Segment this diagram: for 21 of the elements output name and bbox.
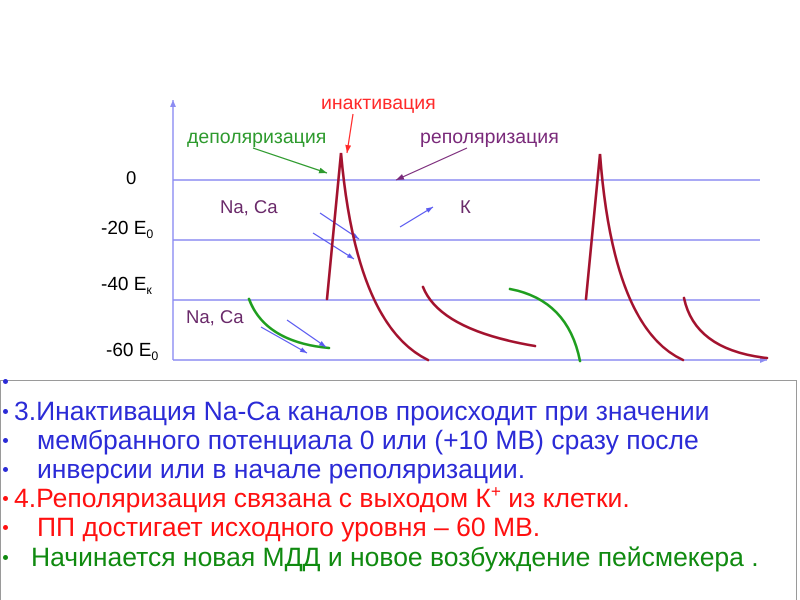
- axis-tick-label: -60 E$_{0}$: [106, 340, 158, 363]
- axis-tick-label: -40 E$_{к}$: [101, 274, 152, 297]
- ion-label: К: [460, 196, 471, 216]
- axis-tick-label: 0: [126, 166, 136, 188]
- leader-line: [345, 114, 354, 154]
- ion-label: Na, Ca: [220, 196, 278, 216]
- callout-label: инактивация: [321, 92, 436, 114]
- potential-curve: [326, 152, 430, 362]
- axis-tick-label: -20 E$_{0}$: [101, 218, 154, 241]
- bullet-point-text: ПП достигает исходного уровня – 60 МВ.: [37, 512, 540, 542]
- callout-label: деполяризация: [187, 126, 326, 148]
- ion-label: Na, Ca: [186, 306, 244, 326]
- text-box: [0, 380, 797, 600]
- bullet-point-text: мембранного потенциала 0 или (+10 МВ) сразу после: [37, 426, 699, 454]
- bullet-point-text: инверсии или в начале реполяризации.: [37, 454, 526, 484]
- bullet-point-text: 4.Реполяризация связана с выходом К$^{+}$ из клетки.: [14, 484, 630, 514]
- callout-label: реполяризация: [420, 126, 559, 148]
- leader-line: [252, 147, 328, 174]
- bullet-point-text: 3.Инактивация Na-Ca каналов происходит при значении: [14, 396, 710, 426]
- leader-line: [396, 147, 468, 181]
- bullet-point-text: Начинается новая МДД и новое возбуждение пейсмекера .: [31, 542, 759, 572]
